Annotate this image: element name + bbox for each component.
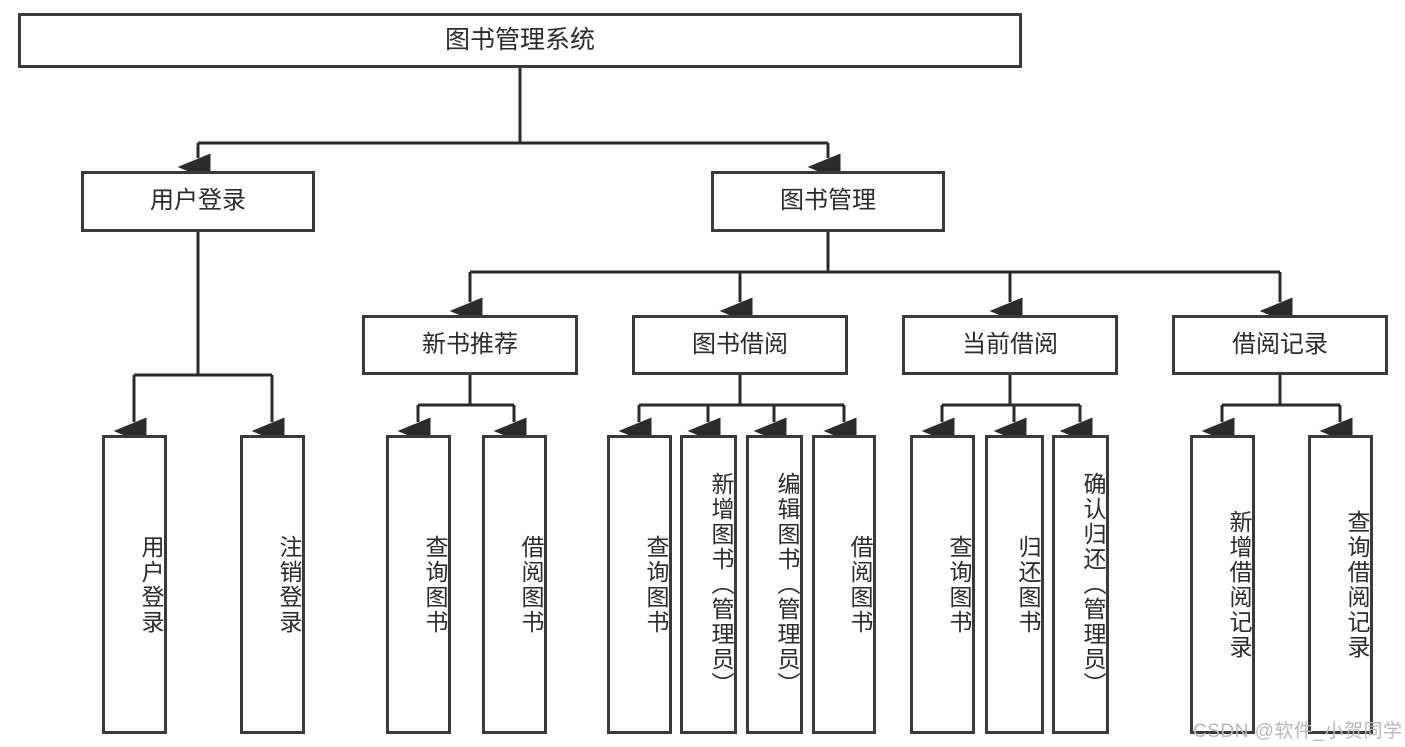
- node-root-label: 图书管理系统: [444, 25, 595, 54]
- edge-group-new-book-recommend: [397, 375, 527, 445]
- edge-group-borrow-record: [1201, 375, 1353, 445]
- node-new-book-recommend-label: 新书推荐: [422, 330, 518, 358]
- node-leaf-borrow-book-1-label: 借阅图书: [518, 534, 544, 635]
- node-leaf-add-book-label: 新增图书（管理员）: [708, 472, 734, 697]
- node-root[interactable]: 图书管理系统: [18, 13, 1022, 68]
- node-leaf-edit-book-label: 编辑图书（管理员）: [774, 472, 800, 697]
- node-leaf-logout-login-label: 注销登录: [276, 534, 302, 635]
- node-leaf-query-record-label: 查询借阅记录: [1344, 509, 1370, 660]
- node-leaf-borrow-book-2[interactable]: 借阅图书: [812, 435, 876, 734]
- node-leaf-logout-login[interactable]: 注销登录: [240, 435, 305, 734]
- node-borrow-record[interactable]: 借阅记录: [1172, 315, 1388, 375]
- node-leaf-borrow-book-1[interactable]: 借阅图书: [482, 435, 547, 734]
- csdn-watermark: CSDN @软件_小贺同学: [1193, 721, 1403, 742]
- node-leaf-query-book-1[interactable]: 查询图书: [386, 435, 451, 734]
- node-leaf-return-book[interactable]: 归还图书: [985, 435, 1044, 734]
- node-leaf-user-login-label: 用户登录: [138, 534, 164, 635]
- node-leaf-query-book-3-label: 查询图书: [946, 534, 972, 635]
- node-leaf-query-book-3[interactable]: 查询图书: [910, 435, 975, 734]
- node-leaf-add-book[interactable]: 新增图书（管理员）: [680, 435, 737, 734]
- node-book-borrow[interactable]: 图书借阅: [632, 315, 848, 375]
- node-leaf-return-book-label: 归还图书: [1015, 534, 1041, 635]
- node-leaf-user-login[interactable]: 用户登录: [102, 435, 167, 734]
- node-book-manage-label: 图书管理: [780, 187, 876, 215]
- node-leaf-query-book-1-label: 查询图书: [422, 534, 448, 635]
- node-leaf-confirm-return-label: 确认归还（管理员）: [1080, 472, 1106, 697]
- edge-group-book-borrow: [618, 375, 857, 445]
- node-leaf-confirm-return[interactable]: 确认归还（管理员）: [1052, 435, 1109, 734]
- node-user-login-label: 用户登录: [150, 187, 246, 215]
- node-book-borrow-label: 图书借阅: [692, 330, 788, 358]
- node-leaf-add-record-label: 新增借阅记录: [1226, 509, 1252, 660]
- edge-group-user-login: [113, 232, 285, 445]
- node-leaf-query-book-2-label: 查询图书: [643, 534, 669, 635]
- node-user-login[interactable]: 用户登录: [81, 171, 315, 232]
- node-borrow-record-label: 借阅记录: [1232, 330, 1328, 358]
- node-leaf-add-record[interactable]: 新增借阅记录: [1190, 435, 1255, 734]
- node-leaf-query-record[interactable]: 查询借阅记录: [1308, 435, 1373, 734]
- edge-group-book-manage: [449, 232, 1293, 325]
- node-current-borrow-label: 当前借阅: [962, 330, 1058, 358]
- edge-group-root: [177, 68, 841, 181]
- node-leaf-edit-book[interactable]: 编辑图书（管理员）: [746, 435, 803, 734]
- node-current-borrow[interactable]: 当前借阅: [902, 315, 1118, 375]
- node-leaf-borrow-book-2-label: 借阅图书: [847, 534, 873, 635]
- edge-group-current-borrow: [921, 375, 1093, 445]
- node-leaf-query-book-2[interactable]: 查询图书: [607, 435, 672, 734]
- node-new-book-recommend[interactable]: 新书推荐: [362, 315, 578, 375]
- node-book-manage[interactable]: 图书管理: [711, 171, 945, 232]
